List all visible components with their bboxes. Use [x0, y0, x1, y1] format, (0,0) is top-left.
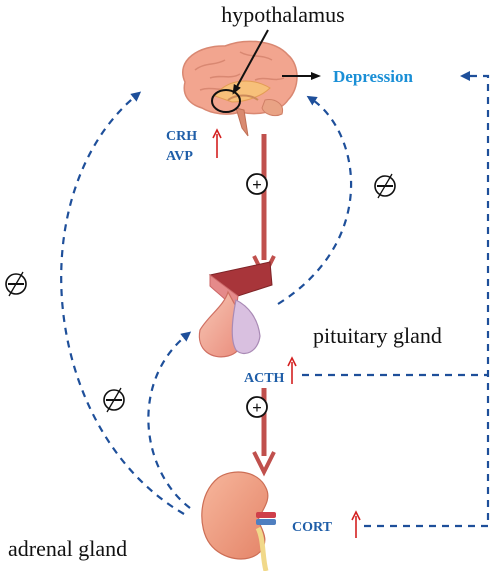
svg-text:+: +: [252, 398, 262, 417]
acth-label: ACTH: [244, 371, 285, 386]
hypothalamus-highlight-circle: [211, 89, 241, 113]
inhibit-symbol-adrenal-long: [5, 271, 27, 297]
pituitary-to-hypothalamus-feedback: [277, 95, 353, 305]
positive-symbol-1: [246, 173, 268, 195]
hypothalamus-to-pituitary-arrow: [252, 134, 276, 281]
pituitary-gland-label: pituitary gland: [313, 323, 442, 348]
hypothalamus-label: hypothalamus: [221, 2, 344, 27]
brain-illustration: [182, 40, 298, 137]
svg-text:+: +: [252, 175, 262, 194]
cort-label: CORT: [292, 520, 333, 535]
adrenal-kidney-illustration: [201, 471, 276, 571]
inhibit-symbol-pituitary: [374, 173, 396, 199]
adrenal-to-hypothalamus-feedback: [60, 91, 185, 515]
adrenal-gland-label: adrenal gland: [8, 536, 127, 561]
depression-label: Depression: [333, 67, 414, 86]
adrenal-to-pituitary-feedback: [147, 331, 192, 509]
avp-label: AVP: [166, 149, 193, 164]
positive-symbol-2: [246, 396, 268, 418]
crh-label: CRH: [166, 129, 197, 144]
pituitary-illustration: [198, 261, 273, 358]
hypothalamus-pointer-arrow: [232, 29, 269, 95]
cort-feedback-to-depression-line: [364, 71, 490, 528]
inhibit-symbol-adrenal-short: [103, 387, 125, 413]
